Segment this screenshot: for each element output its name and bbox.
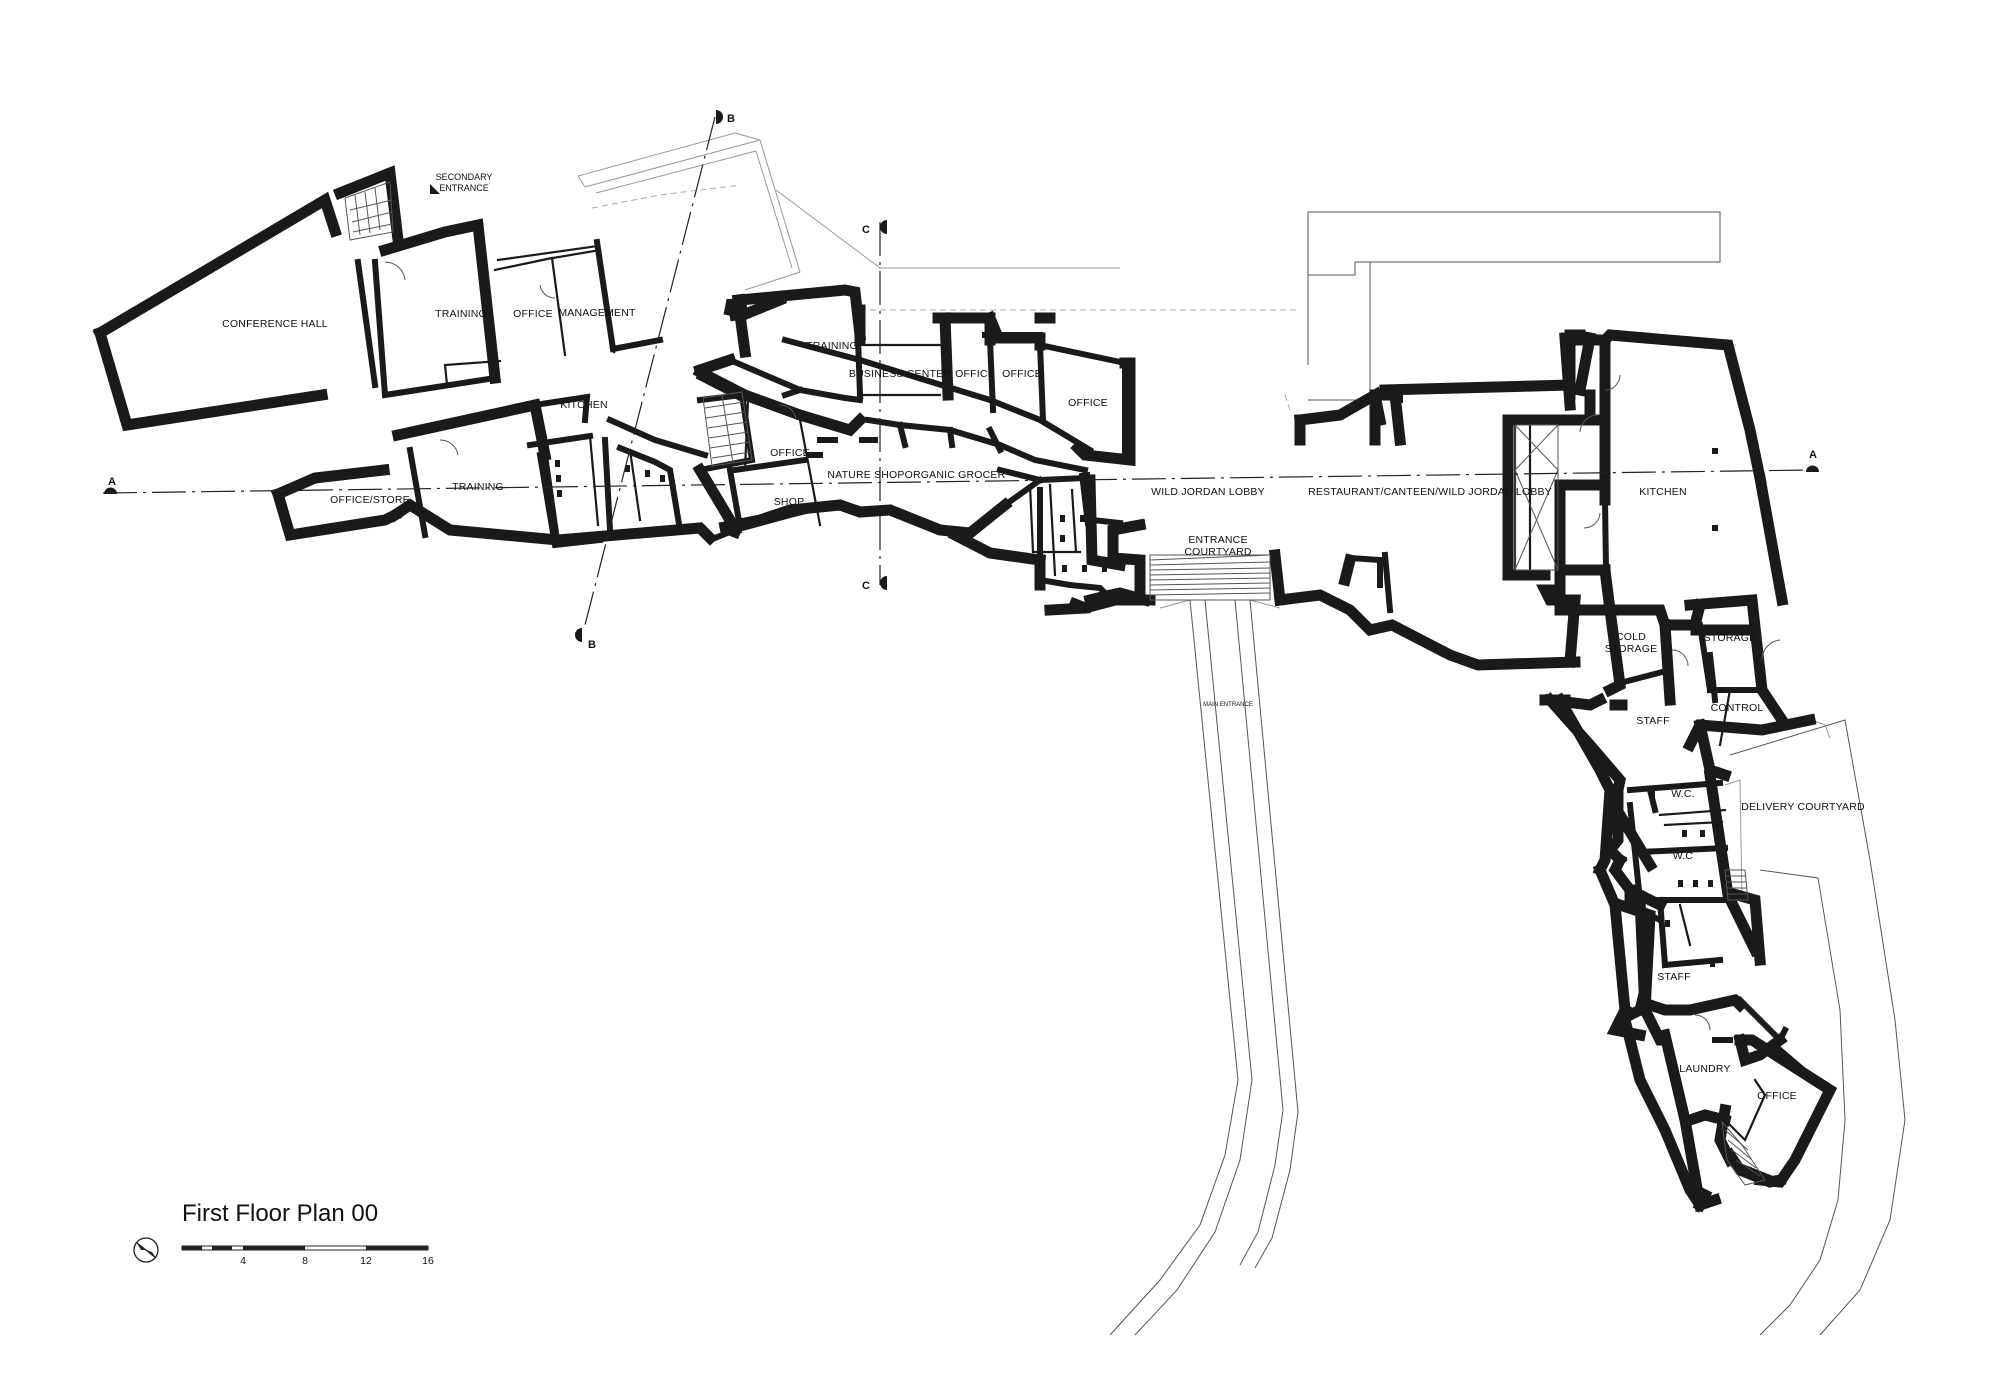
room-label-office-3: OFFICE <box>1002 368 1042 380</box>
svg-text:C: C <box>862 224 870 236</box>
door-swings <box>384 261 1781 1031</box>
room-label-business-center: BUSINESS CENTER <box>849 368 951 380</box>
room-label-storage: STORAGE <box>1704 632 1757 644</box>
room-label-management: MANAGEMENT <box>558 307 636 319</box>
room-label-kitchen-large: KITCHEN <box>1639 486 1687 498</box>
north-arrow-icon <box>133 1237 159 1263</box>
section-marker-c-top: C <box>862 220 887 236</box>
room-label-restaurant: RESTAURANT/CANTEEN/WILD JORDAN LOBBY <box>1308 486 1552 498</box>
svg-text:B: B <box>727 113 735 125</box>
room-label-cold-storage-1: COLD <box>1616 631 1646 643</box>
stairs <box>344 181 1766 1186</box>
room-label-delivery-courtyard: DELIVERY COURTYARD <box>1741 801 1865 813</box>
room-label-conference-hall: CONFERENCE HALL <box>222 318 328 330</box>
scale-tick-12: 12 <box>360 1255 372 1267</box>
room-label-entrance-courtyard-2: COURTYARD <box>1184 546 1252 558</box>
secondary-entrance-label: SECONDARY ENTRANCE <box>430 172 492 194</box>
room-label-staff-2: STAFF <box>1657 971 1690 983</box>
room-label-shop: SHOP <box>774 496 805 508</box>
section-lines <box>102 116 1811 626</box>
scale-tick-16: 16 <box>422 1255 434 1267</box>
svg-text:C: C <box>862 580 870 592</box>
section-marker-a-right: A <box>1806 449 1819 472</box>
room-label-wild-jordan-lobby: WILD JORDAN LOBBY <box>1151 486 1265 498</box>
room-label-office-1: OFFICE <box>513 308 553 320</box>
drawing-title: First Floor Plan 00 <box>182 1200 378 1227</box>
section-marker-c-bottom: C <box>862 576 887 592</box>
room-label-office-2: OFFICE <box>955 368 995 380</box>
room-label-control: CONTROL <box>1711 702 1764 714</box>
main-entrance-small-label: MAIN ENTRANCE <box>1203 702 1253 708</box>
room-label-wc-1: W.C. <box>1671 788 1695 800</box>
room-label-nature-shop: NATURE SHOP <box>827 469 904 481</box>
room-label-office-5: OFFICE <box>770 447 810 459</box>
stair-middle <box>702 391 753 467</box>
room-label-wc-2: W.C <box>1673 850 1694 862</box>
room-label-staff-1: STAFF <box>1636 715 1669 727</box>
room-label-training-1: TRAINING <box>435 308 487 320</box>
section-marker-b-top: B <box>716 110 735 125</box>
svg-text:A: A <box>1809 449 1817 461</box>
section-markers: A A B B C C <box>104 110 1819 651</box>
room-label-training-2: TRAINING <box>452 481 504 493</box>
room-label-kitchen-small: KITCHEN <box>560 399 608 411</box>
stair-delivery-side <box>1724 869 1749 901</box>
room-label-laundry: LAUNDRY <box>1679 1063 1730 1075</box>
scale-bar: 4 8 12 16 <box>181 1245 434 1267</box>
section-marker-a-left: A <box>104 476 117 494</box>
svg-text:ENTRANCE: ENTRANCE <box>439 183 489 193</box>
stair-entrance <box>1149 554 1271 601</box>
room-labels: CONFERENCE HALL TRAINING OFFICE MANAGEME… <box>222 307 1865 1102</box>
room-label-office-store: OFFICE/STORE <box>330 494 410 506</box>
room-label-office-4: OFFICE <box>1068 397 1108 409</box>
svg-text:SECONDARY: SECONDARY <box>436 172 493 182</box>
room-label-training-3: TRAINING <box>806 340 858 352</box>
stair-top-left <box>344 181 394 241</box>
svg-text:A: A <box>108 476 116 488</box>
section-marker-b-bottom: B <box>575 628 596 651</box>
structural-walls <box>92 165 1838 1213</box>
room-label-entrance-courtyard-1: ENTRANCE <box>1188 534 1247 546</box>
wc-fixtures <box>555 448 1718 967</box>
title-block: First Floor Plan 00 4 8 12 16 <box>133 1200 434 1267</box>
stair-restaurant <box>1514 424 1559 571</box>
room-label-organic-grocer: ORGANIC GROCER <box>905 469 1006 481</box>
scale-tick-8: 8 <box>302 1255 308 1267</box>
room-label-cold-storage-2: STORAGE <box>1605 643 1658 655</box>
site-outlines <box>577 132 1906 1336</box>
stair-delivery <box>1721 1120 1766 1186</box>
svg-text:B: B <box>588 639 596 651</box>
scale-tick-4: 4 <box>240 1255 246 1267</box>
room-label-office-6: OFFICE <box>1757 1090 1797 1102</box>
